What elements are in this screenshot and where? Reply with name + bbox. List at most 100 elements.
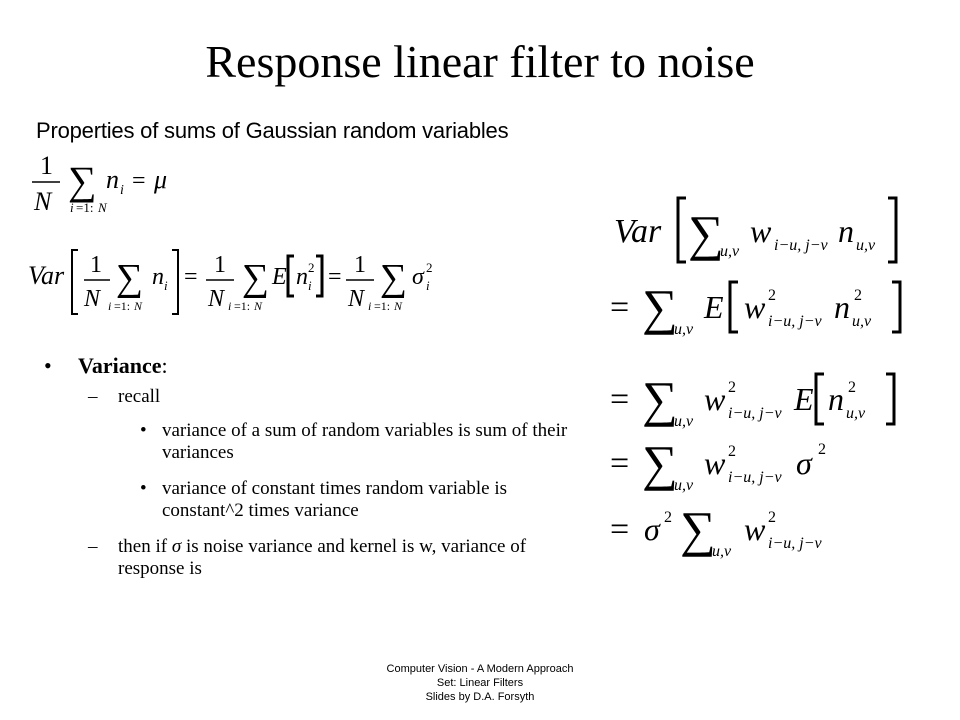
svg-text:=1:: =1: bbox=[76, 200, 93, 215]
svg-text:w: w bbox=[750, 213, 772, 249]
svg-text:2: 2 bbox=[426, 260, 433, 275]
svg-text:2: 2 bbox=[728, 443, 736, 460]
svg-text:i−u, j−v: i−u, j−v bbox=[774, 237, 828, 254]
svg-text:=: = bbox=[184, 264, 198, 290]
response-variance-line4: = ∑ u,v w 2 i−u, j−v σ 2 bbox=[606, 430, 916, 498]
svg-text:N: N bbox=[33, 187, 53, 216]
svg-text:i−u, j−v: i−u, j−v bbox=[768, 535, 822, 552]
footer-line-3: Slides by D.A. Forsyth bbox=[425, 691, 535, 703]
recall-text: recall bbox=[118, 386, 161, 407]
svg-text:2: 2 bbox=[664, 509, 672, 526]
sub-bullet-recall: – recall bbox=[88, 386, 564, 408]
svg-text:i: i bbox=[164, 278, 168, 293]
response-variance-line2: = ∑ u,v E w 2 i−u, j−v n 2 u,v bbox=[606, 272, 916, 342]
svg-text:=: = bbox=[328, 264, 342, 290]
svg-text:=: = bbox=[132, 168, 146, 194]
svg-text:2: 2 bbox=[728, 379, 736, 396]
then-prefix: then if bbox=[118, 536, 168, 557]
svg-text:u,v: u,v bbox=[852, 313, 872, 330]
svg-text:2: 2 bbox=[854, 287, 862, 304]
svg-text:Var: Var bbox=[614, 213, 662, 250]
svg-text:2: 2 bbox=[308, 260, 315, 275]
svg-text:E: E bbox=[793, 381, 814, 417]
bullet-marker: • bbox=[44, 353, 52, 378]
response-variance-line3: = ∑ u,v w 2 i−u, j−v E n 2 u,v bbox=[606, 366, 916, 434]
svg-text:N: N bbox=[133, 299, 143, 313]
svg-text:1: 1 bbox=[40, 151, 53, 180]
dash-marker: – bbox=[88, 536, 98, 557]
svg-text:i−u, j−v: i−u, j−v bbox=[728, 405, 782, 422]
svg-text:u,v: u,v bbox=[712, 543, 732, 560]
svg-text:u,v: u,v bbox=[720, 243, 740, 260]
variance-label: Variance bbox=[78, 353, 162, 378]
svg-text:n: n bbox=[828, 381, 844, 417]
svg-text:∑: ∑ bbox=[642, 435, 678, 491]
svg-text:∑: ∑ bbox=[642, 371, 678, 427]
sub-bullet-then: – then if σ is noise variance and kernel… bbox=[88, 536, 558, 580]
svg-text:σ: σ bbox=[412, 264, 425, 290]
svg-text:N: N bbox=[207, 286, 226, 312]
svg-text:∑: ∑ bbox=[642, 279, 678, 335]
svg-text:N: N bbox=[347, 286, 366, 312]
svg-text:=1:: =1: bbox=[114, 299, 130, 313]
svg-text:i−u, j−v: i−u, j−v bbox=[768, 313, 822, 330]
svg-text:E: E bbox=[703, 289, 724, 325]
svg-text:N: N bbox=[393, 299, 403, 313]
svg-text:w: w bbox=[744, 289, 766, 325]
svg-text:u,v: u,v bbox=[674, 477, 694, 494]
svg-text:i: i bbox=[108, 299, 111, 313]
footer-line-1: Computer Vision - A Modern Approach bbox=[386, 663, 574, 675]
svg-text:2: 2 bbox=[768, 287, 776, 304]
svg-text:2: 2 bbox=[848, 379, 856, 396]
svg-text:u,v: u,v bbox=[846, 405, 866, 422]
svg-text:i: i bbox=[70, 200, 74, 215]
svg-text:w: w bbox=[704, 381, 726, 417]
svg-text:N: N bbox=[83, 286, 102, 312]
svg-text:N: N bbox=[97, 200, 108, 215]
svg-text:∑: ∑ bbox=[242, 257, 269, 299]
svg-text:2: 2 bbox=[818, 441, 826, 458]
slide-footer: Computer Vision - A Modern Approach Set:… bbox=[0, 662, 960, 704]
bullet-marker: • bbox=[140, 420, 147, 441]
svg-text:E: E bbox=[271, 264, 287, 290]
svg-text:n: n bbox=[296, 264, 308, 290]
svg-text:i: i bbox=[426, 278, 430, 293]
svg-text:σ: σ bbox=[644, 511, 661, 547]
svg-text:u,v: u,v bbox=[674, 321, 694, 338]
svg-text:=: = bbox=[610, 511, 629, 548]
svg-text:=1:: =1: bbox=[374, 299, 390, 313]
variance-colon: : bbox=[161, 353, 168, 378]
svg-text:u,v: u,v bbox=[856, 237, 876, 254]
svg-text:i: i bbox=[368, 299, 371, 313]
svg-text:1: 1 bbox=[90, 252, 102, 278]
svg-text:=1:: =1: bbox=[234, 299, 250, 313]
bullet-variance: • Variance: bbox=[44, 352, 564, 380]
svg-text:Var: Var bbox=[28, 261, 65, 290]
mean-equation: 1 N ∑ i =1: N n i = μ bbox=[28, 148, 188, 220]
then-suffix: is noise variance and kernel is w, varia… bbox=[118, 536, 527, 579]
item2-text: variance of constant times random variab… bbox=[162, 478, 508, 521]
sigma-symbol: σ bbox=[171, 536, 182, 557]
svg-text:n: n bbox=[834, 289, 850, 325]
svg-text:1: 1 bbox=[214, 252, 226, 278]
svg-text:=: = bbox=[610, 289, 629, 326]
response-variance-line5: = σ 2 ∑ u,v w 2 i−u, j−v bbox=[606, 494, 916, 566]
svg-text:∑: ∑ bbox=[680, 501, 716, 557]
dash-marker: – bbox=[88, 386, 98, 407]
bullet-marker: • bbox=[140, 478, 147, 499]
svg-text:w: w bbox=[744, 511, 766, 547]
svg-text:n: n bbox=[106, 165, 119, 194]
properties-heading: Properties of sums of Gaussian random va… bbox=[36, 118, 509, 143]
svg-text:=: = bbox=[610, 381, 629, 418]
item1-text: variance of a sum of random variables is… bbox=[162, 420, 568, 463]
svg-text:2: 2 bbox=[768, 509, 776, 526]
svg-text:i: i bbox=[228, 299, 231, 313]
svg-text:w: w bbox=[704, 445, 726, 481]
svg-text:i−u, j−v: i−u, j−v bbox=[728, 469, 782, 486]
svg-text:∑: ∑ bbox=[68, 158, 97, 203]
svg-text:1: 1 bbox=[354, 252, 366, 278]
svg-text:N: N bbox=[253, 299, 263, 313]
svg-text:u,v: u,v bbox=[674, 413, 694, 430]
svg-text:n: n bbox=[838, 213, 854, 249]
svg-text:∑: ∑ bbox=[380, 257, 407, 299]
